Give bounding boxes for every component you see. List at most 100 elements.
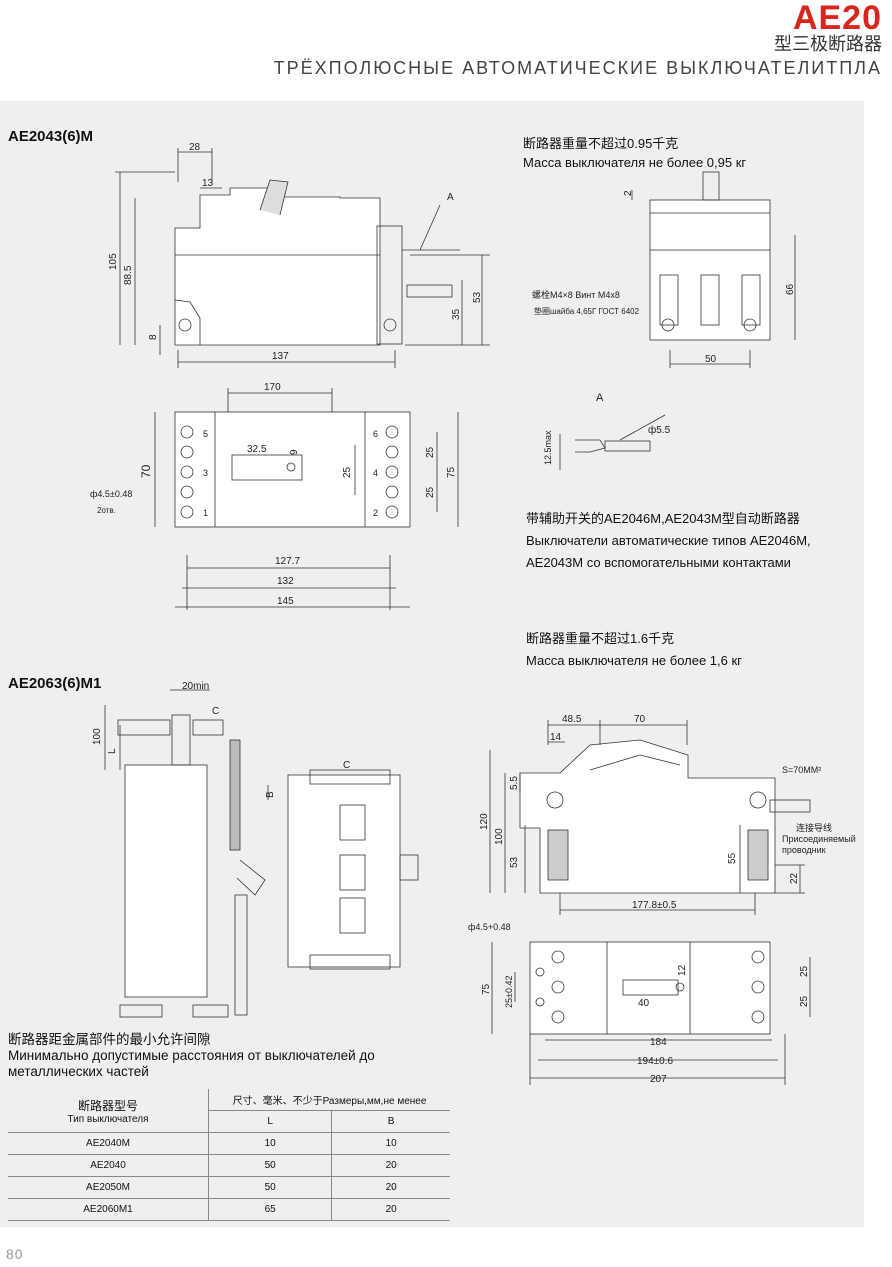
title-cn: 型三极断路器 xyxy=(774,34,882,54)
clearance-title-ru-2: металлических частей xyxy=(8,1064,149,1079)
ae2043-front-view xyxy=(631,171,796,368)
dim-35: 35 xyxy=(451,308,462,320)
table-header-size: 尺寸、毫米、不少于Размеры,мм,не менее xyxy=(208,1089,450,1111)
hole-label: ф4.5±0.48 xyxy=(90,489,132,499)
title-ru: ТРЁХПОЛЮСНЫЕ АВТОМАТИЧЕСКИЕ ВЫКЛЮЧАТЕЛИТ… xyxy=(273,58,882,78)
dim-55: 55 xyxy=(727,852,738,864)
dim-53-b: 53 xyxy=(509,856,520,868)
detail-a-dia: ф5.5 xyxy=(648,424,671,436)
row-b: 20 xyxy=(331,1154,450,1177)
row-type: AE2040 xyxy=(8,1154,209,1177)
dim-145: 145 xyxy=(277,596,294,607)
label-a: A xyxy=(447,192,454,203)
wire-label-cn: 连接导线 xyxy=(796,822,832,833)
dim-12: 12 xyxy=(677,964,688,976)
dim-22: 22 xyxy=(789,872,800,884)
screw-label: 螺栓M4×8 Винт M4x8 xyxy=(532,289,620,300)
dim-c-front: C xyxy=(343,760,350,771)
table-row: AE2050M 50 20 xyxy=(8,1176,450,1199)
detail-a-max: 12.5max xyxy=(543,430,553,465)
aux-ru-2: AE2043M со вспомогательными контактами xyxy=(526,555,791,570)
dim-b: B xyxy=(265,791,276,798)
holes-count: 2отв. xyxy=(97,506,116,515)
dim-40: 40 xyxy=(638,998,650,1009)
table-row: AE2040 50 20 xyxy=(8,1154,450,1177)
dim-20min: 20min xyxy=(182,681,209,692)
dim-100: 100 xyxy=(494,828,505,845)
dim-66: 66 xyxy=(785,283,796,295)
row-b: 10 xyxy=(331,1132,450,1155)
dim-184: 184 xyxy=(650,1037,667,1048)
dim-137: 137 xyxy=(272,351,289,362)
dim-32-5: 32.5 xyxy=(247,444,267,455)
terminal-2: 2 xyxy=(373,508,378,518)
dim-9: 9 xyxy=(289,449,300,455)
weight-cn-2: 断路器重量不超过1.6千克 xyxy=(526,631,675,646)
terminal-6: 6 xyxy=(373,429,378,439)
dim-14: 14 xyxy=(550,732,562,743)
table-header-type: 断路器型号 Тип выключателя xyxy=(8,1089,209,1133)
weight-ru-1: Масса выключателя не более 0,95 кг xyxy=(523,155,747,170)
dim-75-b: 75 xyxy=(481,983,492,995)
dim-8: 8 xyxy=(148,334,159,340)
terminal-5: 5 xyxy=(203,429,208,439)
dim-53: 53 xyxy=(472,291,483,303)
row-type: AE2040M xyxy=(8,1132,209,1155)
model-ae2043: AE2043(6)M xyxy=(8,128,94,145)
washer-label: 垫圈шайба 4,65Г ГОСТ 6402 xyxy=(534,306,640,316)
ae2063-side-view xyxy=(489,720,811,915)
wire-area: S=70MM² xyxy=(782,765,821,775)
model-ae2063: AE2063(6)M1 xyxy=(8,675,102,692)
clearance-side-view xyxy=(104,689,266,1018)
clearance-front-view xyxy=(267,769,419,970)
dim-50: 50 xyxy=(705,354,717,365)
row-l: 10 xyxy=(208,1132,333,1155)
table-header-type-ru: Тип выключателя xyxy=(67,1113,149,1125)
dim-25-b: 25 xyxy=(425,446,436,458)
dim-120: 120 xyxy=(479,813,490,830)
aux-ru-1: Выключатели автоматические типов AE2046M… xyxy=(526,533,811,548)
dim-170: 170 xyxy=(264,382,281,393)
table-row: AE2040M 10 10 xyxy=(8,1132,450,1155)
dim-13: 13 xyxy=(202,178,214,189)
row-l: 50 xyxy=(208,1154,333,1177)
row-type: AE2050M xyxy=(8,1176,209,1199)
series-code: AE20 xyxy=(792,0,882,37)
table-header-l: L xyxy=(208,1110,333,1133)
terminal-3: 3 xyxy=(203,468,208,478)
row-l: 50 xyxy=(208,1176,333,1199)
dim-l: L xyxy=(107,748,118,754)
weight-note-1: 断路器重量不超过0.95千克 Масса выключателя не боле… xyxy=(523,134,746,172)
page-number: 80 xyxy=(6,1246,24,1262)
dim-132: 132 xyxy=(277,576,294,587)
hole-label-2: ф4.5+0.48 xyxy=(468,922,511,932)
dim-177-8: 177.8±0.5 xyxy=(632,900,677,911)
dim-5-5: 5.5 xyxy=(509,776,520,790)
aux-note: 带辅助开关的AE2046M,AE2043M型自动断路器 Выключатели … xyxy=(526,508,811,574)
row-l: 65 xyxy=(208,1198,333,1221)
wire-label-ru-1: Присоединяемый xyxy=(782,834,856,844)
dim-127-7: 127.7 xyxy=(275,556,300,567)
dim-48-5: 48.5 xyxy=(562,714,582,725)
table-header-type-cn: 断路器型号 xyxy=(77,1098,138,1113)
clearance-title-ru-1: Минимально допустимые расстояния от выкл… xyxy=(8,1048,375,1063)
row-type: AE2060M1 xyxy=(8,1198,209,1221)
dim-194: 194±0.6 xyxy=(637,1056,674,1067)
dim-70: 70 xyxy=(139,464,153,478)
row-b: 20 xyxy=(331,1176,450,1199)
clearance-title: 断路器距金属部件的最小允许间隙 Минимально допустимые ра… xyxy=(8,1032,375,1080)
aux-cn: 带辅助开关的AE2046M,AE2043M型自动断路器 xyxy=(526,511,800,526)
ae2063-top-view xyxy=(491,941,811,1085)
weight-cn-1: 断路器重量不超过0.95千克 xyxy=(523,136,679,151)
dim-25-e: 25 xyxy=(799,995,810,1007)
clearance-title-cn: 断路器距金属部件的最小允许间隙 xyxy=(8,1032,211,1047)
ae2043-top-view xyxy=(154,388,459,610)
detail-a-view xyxy=(559,414,666,470)
weight-ru-2: Масса выключателя не более 1,6 кг xyxy=(526,653,742,668)
dim-28: 28 xyxy=(189,142,201,153)
row-b: 20 xyxy=(331,1198,450,1221)
table-header-b: B xyxy=(331,1110,450,1133)
technical-drawings: 28 13 105 88.5 8 137 53 35 A 2 66 50 螺栓M… xyxy=(90,142,856,1085)
dim-100-side: 100 xyxy=(92,728,103,745)
dim-25-d: 25 xyxy=(799,965,810,977)
